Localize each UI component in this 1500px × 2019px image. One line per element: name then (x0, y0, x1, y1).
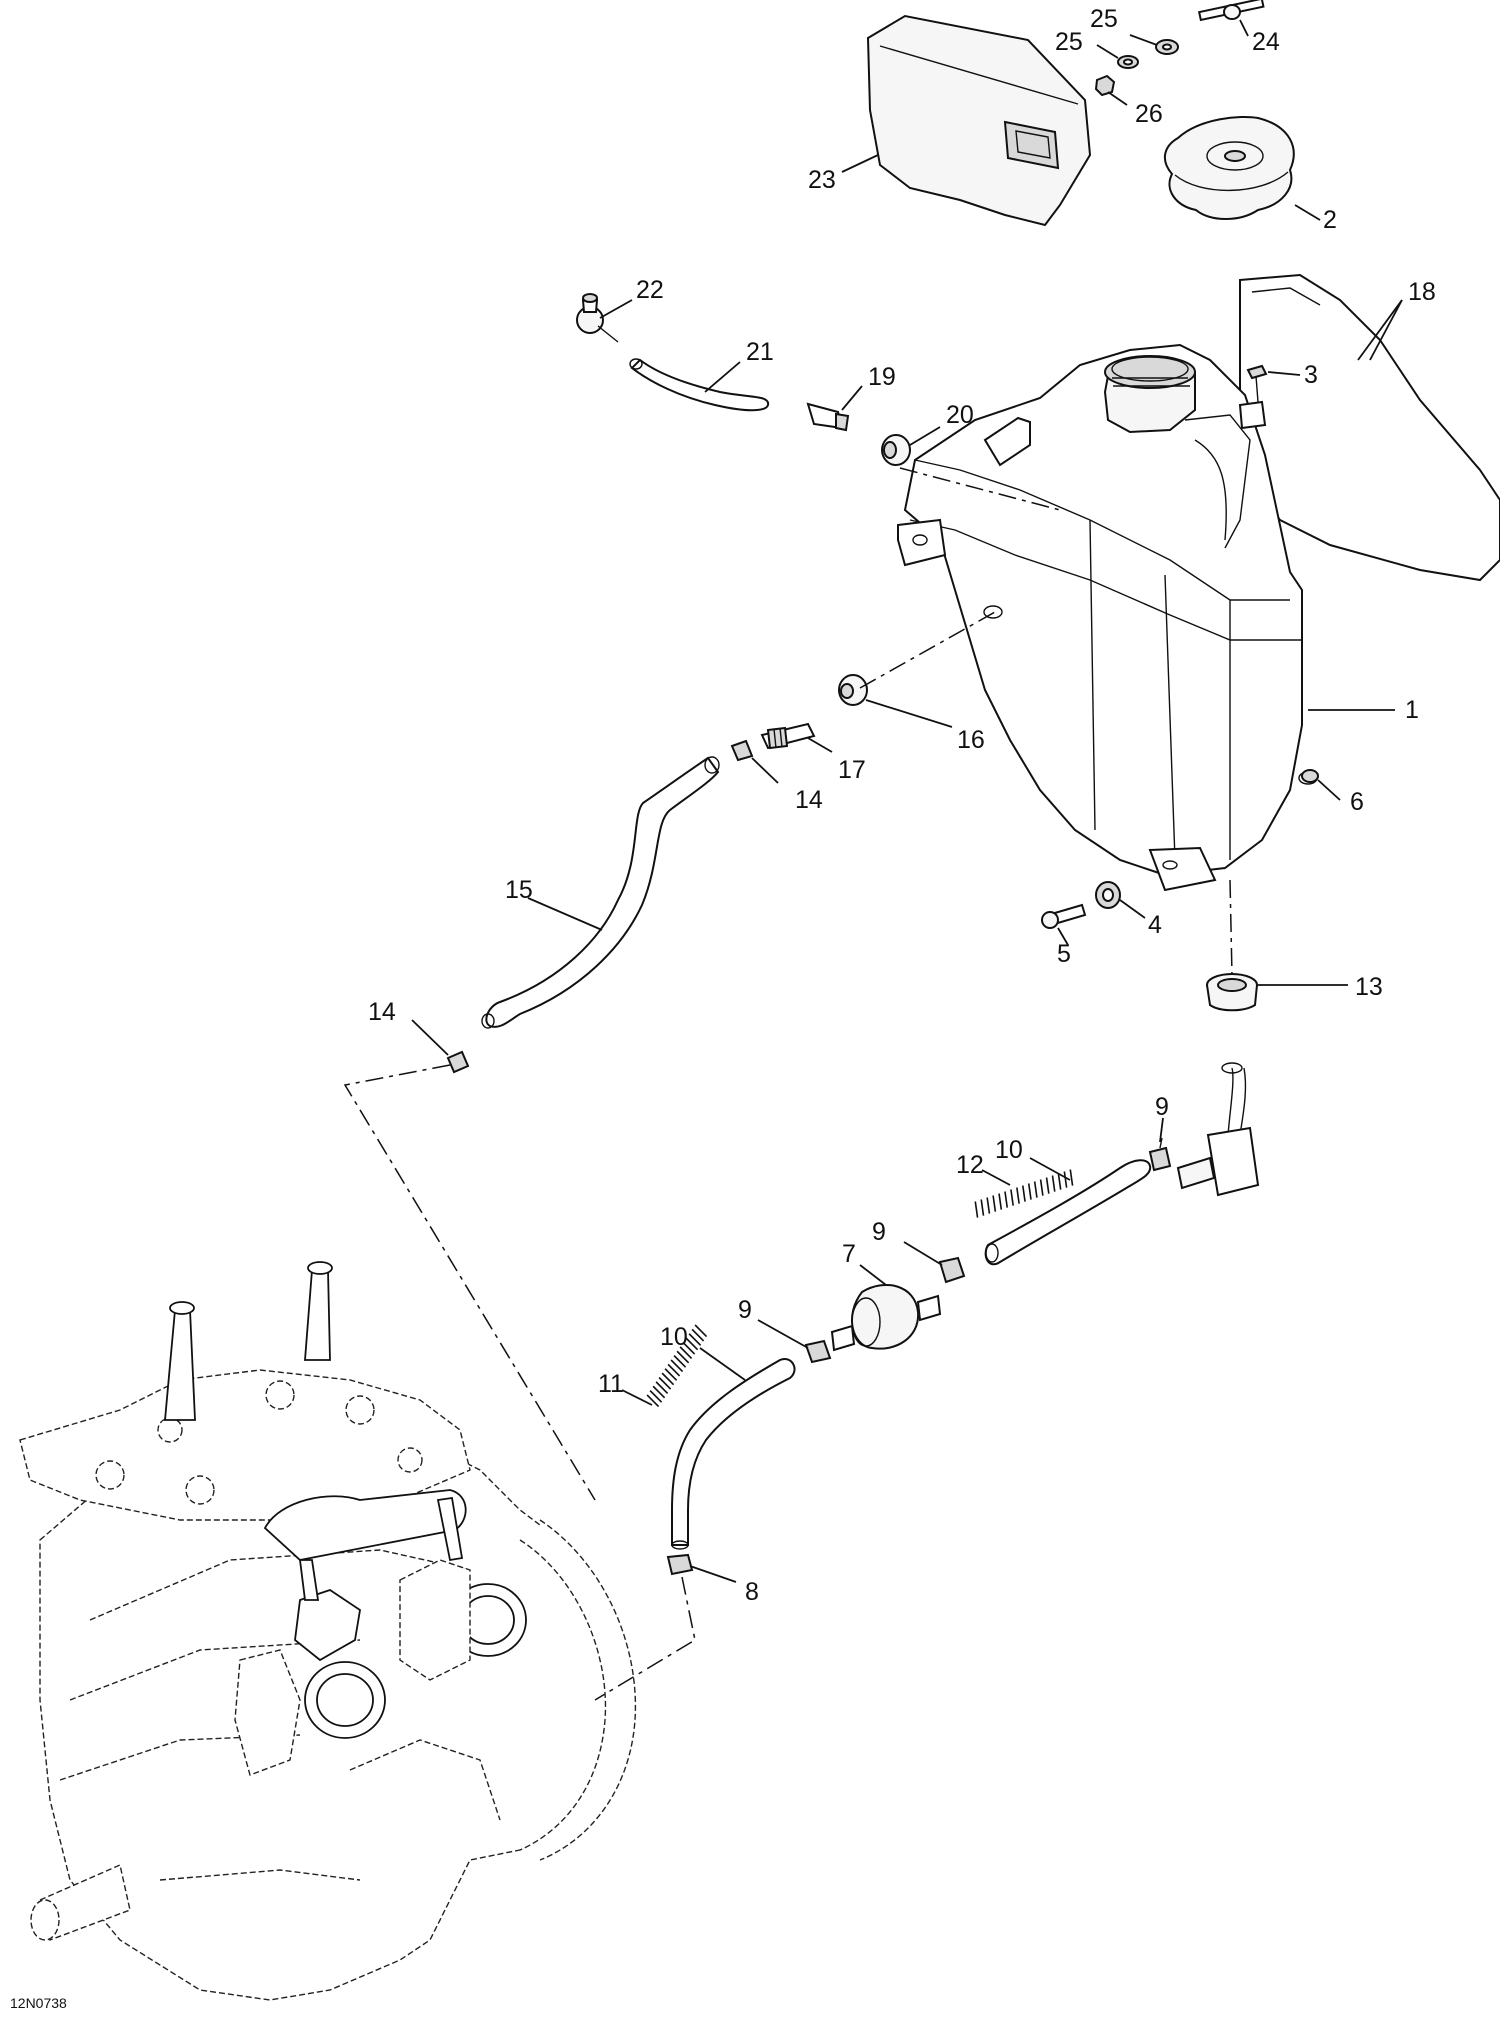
part-6-grommet (1301, 769, 1319, 783)
callout-20: 20 (946, 401, 974, 429)
callout-25-top: 25 (1090, 5, 1118, 33)
part-22-check-valve (576, 293, 619, 343)
callout-9-low: 9 (738, 1296, 752, 1324)
callout-16: 16 (957, 726, 985, 754)
part-3-screw (1238, 364, 1268, 430)
callout-5: 5 (1057, 940, 1071, 968)
part-7-oil-filter (830, 1284, 942, 1352)
callout-24: 24 (1252, 28, 1280, 56)
part-26-nut (1094, 74, 1116, 97)
callout-8: 8 (745, 1578, 759, 1606)
document-id: 12N0738 (10, 1995, 67, 2011)
callout-26: 26 (1135, 100, 1163, 128)
callout-19: 19 (868, 363, 896, 391)
part-9-clamp-low (804, 1339, 832, 1364)
part-5-bolt (1041, 903, 1087, 929)
part-8-clamp (666, 1553, 694, 1576)
oil-pickup-tube (1176, 1062, 1260, 1197)
part-23-heat-shield (866, 14, 1092, 227)
part-1-oil-tank (897, 343, 1318, 892)
assembly-centerlines (343, 467, 1233, 1701)
callout-21: 21 (746, 338, 774, 366)
callout-labels: 1 2 3 4 5 6 7 8 9 9 9 10 10 11 12 13 14 … (368, 5, 1436, 1606)
leader-lines (411, 19, 1403, 1583)
callout-9-mid: 9 (872, 1218, 886, 1246)
engine-phantom (19, 1261, 637, 2001)
callout-10-upper: 10 (995, 1136, 1023, 1164)
part-25-washers (1117, 39, 1179, 69)
part-2-filler-cap (1163, 116, 1295, 220)
part-14-clamp-upper (730, 739, 754, 762)
part-13-grommet (1206, 973, 1258, 1012)
callout-14-upper: 14 (795, 786, 823, 814)
callout-6: 6 (1350, 788, 1364, 816)
part-10-hose-lower (671, 1358, 796, 1550)
callout-2: 2 (1323, 206, 1337, 234)
callout-15: 15 (505, 876, 533, 904)
part-17-fitting (760, 722, 816, 750)
callout-13: 13 (1355, 973, 1383, 1001)
callout-12: 12 (956, 1151, 984, 1179)
part-24-bolt (1197, 0, 1265, 22)
callout-18: 18 (1408, 278, 1436, 306)
part-19-fitting (806, 402, 850, 432)
callout-10-lower: 10 (660, 1323, 688, 1351)
callout-3: 3 (1304, 361, 1318, 389)
callout-25-left: 25 (1055, 28, 1083, 56)
callout-23: 23 (808, 166, 836, 194)
callout-11: 11 (598, 1370, 624, 1398)
callout-9-top: 9 (1155, 1093, 1169, 1121)
part-9-clamp-mid (938, 1256, 966, 1284)
part-21-vent-hose (629, 358, 770, 412)
part-12-spring (974, 1169, 1074, 1218)
part-14-clamp-lower (446, 1050, 470, 1074)
callout-17: 17 (838, 756, 866, 784)
callout-4: 4 (1148, 911, 1162, 939)
part-9-clamp-top (1148, 1137, 1172, 1172)
part-20-grommet (881, 434, 911, 466)
part-11-spring (646, 1324, 708, 1408)
part-4-lock-washer (1095, 881, 1121, 909)
part-16-grommet (838, 674, 868, 706)
callout-1: 1 (1405, 696, 1419, 724)
callout-14-lower: 14 (368, 998, 396, 1026)
callout-22: 22 (636, 276, 664, 304)
callout-7: 7 (842, 1240, 856, 1268)
part-10-hose-upper (984, 1159, 1152, 1266)
part-15-injection-hose (481, 756, 720, 1029)
